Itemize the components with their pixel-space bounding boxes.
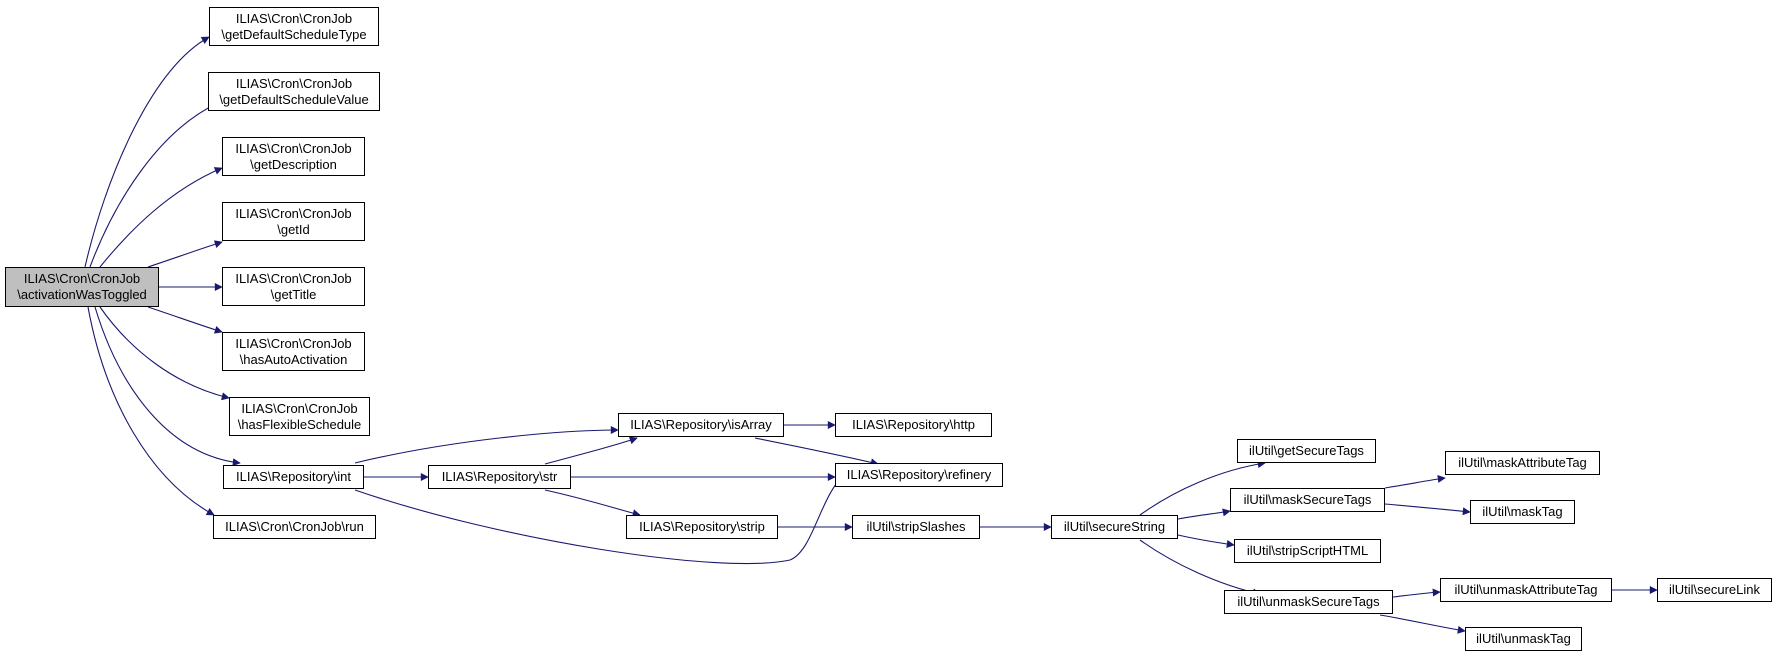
node-line: ilUtil\getSecureTags [1249,443,1364,458]
node-line: ILIAS\Cron\CronJob [235,75,353,91]
node-get-title[interactable]: ILIAS\Cron\CronJob \getTitle [222,267,365,306]
node-line: ILIAS\Repository\strip [639,519,765,534]
node-strip-script-html[interactable]: ilUtil\stripScriptHTML [1234,539,1381,563]
node-line: ilUtil\stripScriptHTML [1246,543,1369,558]
node-line: ilUtil\maskAttributeTag [1458,455,1587,470]
edge-str-to-is-array [544,436,638,465]
node-secure-string[interactable]: ilUtil\secureString [1051,515,1178,539]
node-line: ilUtil\unmaskTag [1476,631,1571,646]
node-line: \getDefaultScheduleType [221,26,367,42]
edge-unmask-secure-tags-to-unmask-attribute-tag [1392,588,1441,598]
node-has-flexible-schedule[interactable]: ILIAS\Cron\CronJob \hasFlexibleSchedule [229,397,370,436]
node-line: ilUtil\unmaskSecureTags [1237,594,1380,609]
node-unmask-secure-tags[interactable]: ilUtil\unmaskSecureTags [1224,590,1393,614]
node-mask-attribute-tag[interactable]: ilUtil\maskAttributeTag [1445,451,1600,475]
node-get-secure-tags[interactable]: ilUtil\getSecureTags [1237,439,1376,463]
node-activation-was-toggled: ILIAS\Cron\CronJob \activationWasToggled [5,267,159,307]
node-mask-tag[interactable]: ilUtil\maskTag [1470,500,1575,524]
edge-secure-string-to-strip-script-html [1177,534,1235,548]
node-line: ILIAS\Repository\isArray [630,417,772,432]
node-repository-http[interactable]: ILIAS\Repository\http [835,413,992,437]
node-line: ILIAS\Cron\CronJob [23,271,141,286]
edge-str-to-strip [544,489,641,518]
node-get-default-schedule-type[interactable]: ILIAS\Cron\CronJob \getDefaultScheduleTy… [209,7,379,46]
node-line: \hasAutoActivation [239,351,348,367]
node-repository-int[interactable]: ILIAS\Repository\int [223,465,364,489]
node-get-id[interactable]: ILIAS\Cron\CronJob \getId [222,202,365,241]
node-line: ILIAS\Cron\CronJob [235,205,352,221]
edge-unmask-secure-tags-to-unmask-tag [1379,614,1466,634]
node-line: ILIAS\Repository\refinery [846,467,992,482]
node-line: ILIAS\Cron\CronJob [235,335,352,351]
node-has-auto-activation[interactable]: ILIAS\Cron\CronJob \hasAutoActivation [222,332,365,371]
node-strip-slashes[interactable]: ilUtil\stripSlashes [852,515,980,539]
node-cron-run[interactable]: ILIAS\Cron\CronJob\run [213,515,376,539]
node-unmask-tag[interactable]: ilUtil\unmaskTag [1465,627,1582,651]
node-line: ILIAS\Cron\CronJob [235,270,352,286]
node-line: ILIAS\Repository\int [236,469,351,484]
edge-is-array-to-refinery [754,437,879,467]
edge-int-to-refinery [354,469,851,564]
node-line: \activationWasToggled [17,287,147,302]
node-line: \getDescription [250,156,337,172]
node-get-description[interactable]: ILIAS\Cron\CronJob \getDescription [222,137,365,176]
edge-mask-secure-tags-to-mask-attribute-tag [1384,474,1446,489]
edge-int-to-is-array [354,426,619,464]
node-line: \getId [277,221,310,237]
node-line: ilUtil\stripSlashes [866,519,966,534]
edge-root-to-cron-run [87,306,215,516]
node-line: ilUtil\maskTag [1482,504,1563,519]
node-repository-str[interactable]: ILIAS\Repository\str [428,465,571,489]
edge-root-to-repo-int [94,306,241,467]
edge-root-to-get-id [147,240,223,268]
edge-secure-string-to-mask-secure-tags [1177,508,1231,520]
edge-mask-secure-tags-to-mask-tag [1384,503,1471,516]
node-line: ILIAS\Repository\http [852,417,975,432]
node-line: ILIAS\Cron\CronJob\run [225,519,364,534]
node-line: ilUtil\secureLink [1668,582,1761,597]
edge-root-to-has-auto-activation [147,306,223,334]
node-line: \getTitle [270,286,317,302]
node-line: ILIAS\Repository\str [441,469,558,484]
node-line: ilUtil\unmaskAttributeTag [1454,582,1598,597]
node-line: \hasFlexibleSchedule [237,416,362,432]
edge-root-to-get-description [99,167,223,268]
node-repository-strip[interactable]: ILIAS\Repository\strip [626,515,778,539]
node-mask-secure-tags[interactable]: ilUtil\maskSecureTags [1230,488,1385,512]
edge-root-to-get-default-schedule-value [89,102,219,268]
node-line: ilUtil\secureString [1063,519,1166,534]
node-get-default-schedule-value[interactable]: ILIAS\Cron\CronJob \getDefaultScheduleVa… [208,72,380,111]
node-repository-refinery[interactable]: ILIAS\Repository\refinery [835,463,1003,487]
edge-root-to-get-default-schedule-type [84,36,210,268]
node-line: ILIAS\Cron\CronJob [241,400,358,416]
node-unmask-attribute-tag[interactable]: ilUtil\unmaskAttributeTag [1440,578,1612,602]
edge-secure-string-to-get-secure-tags [1139,460,1266,516]
node-secure-link[interactable]: ilUtil\secureLink [1657,578,1772,602]
edge-root-to-has-flexible-schedule [99,306,230,401]
node-line: ilUtil\maskSecureTags [1243,492,1372,507]
node-line: ILIAS\Cron\CronJob [235,140,352,156]
node-line: ILIAS\Cron\CronJob [235,10,353,26]
node-line: \getDefaultScheduleValue [219,91,369,107]
node-repository-is-array[interactable]: ILIAS\Repository\isArray [618,413,784,437]
